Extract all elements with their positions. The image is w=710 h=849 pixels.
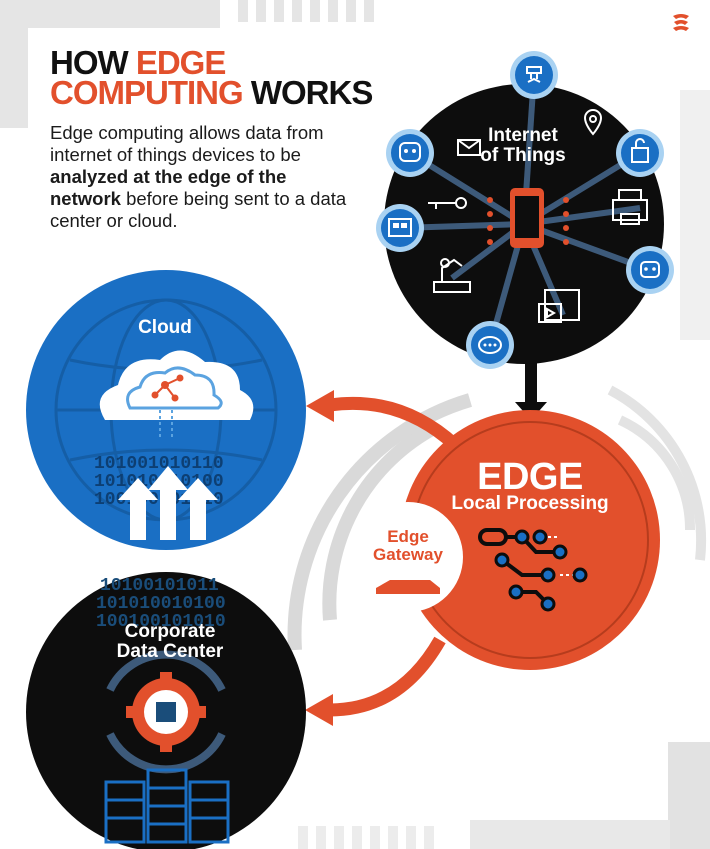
cloud-node: 101001010110 101010010100 100100101010 <box>26 270 306 550</box>
dc-binary-row: 101010010100 <box>96 594 226 614</box>
gateway-label-line2: Gateway <box>373 544 443 564</box>
gear-chip-icon <box>126 672 206 752</box>
edge-gateway-node <box>353 502 463 612</box>
gateway-label: Edge Gateway <box>356 528 460 564</box>
router-icon <box>376 580 440 594</box>
robot-head-icon <box>399 142 421 162</box>
description-bold: analyzed at the edge of the network <box>50 166 287 209</box>
key-icon <box>428 197 467 209</box>
description-text: Edge computing allows data from internet… <box>50 122 360 232</box>
dc-binary-row: 10100101011 <box>100 576 219 596</box>
description-text-1: Edge computing allows data from internet… <box>50 122 324 165</box>
upload-arrows-icon <box>118 466 218 540</box>
dc-label-line2: Data Center <box>116 640 224 662</box>
factory-robot-icon <box>433 258 471 293</box>
iot-label: Internet of Things <box>468 126 578 166</box>
edge-to-cloud-arrow <box>306 390 460 450</box>
iot-label-line2: of Things <box>480 144 566 166</box>
data-center-node: 10100101011 101010010100 100100101010 <box>26 572 306 849</box>
media-gallery-icon <box>538 289 580 323</box>
dc-label-line1: Corporate <box>124 621 216 642</box>
printer-icon <box>612 189 648 225</box>
location-pin-icon <box>583 109 603 136</box>
title-part-works: WORKS <box>242 74 374 111</box>
mail-icon <box>457 139 481 156</box>
circuit-icon <box>478 528 588 612</box>
dc-binary-text: 10100101011 101010010100 100100101010 <box>96 576 226 632</box>
robot-assistant-icon <box>640 261 660 278</box>
data-center-label: Corporate Data Center <box>95 622 245 662</box>
page-title: HOW EDGE COMPUTING WORKS <box>50 46 374 111</box>
iot-label-line1: Internet <box>488 125 558 146</box>
edge-title: EDGE <box>477 456 583 498</box>
cloud-binary-row: 101001010110 <box>94 454 224 474</box>
iot-node <box>376 51 674 369</box>
gateway-label-line1: Edge <box>387 527 429 546</box>
smartphone-icon <box>487 188 569 248</box>
iot-device-icons <box>376 51 674 369</box>
edge-to-datacenter-arrow <box>305 636 446 726</box>
cloud-network-icon <box>99 350 254 440</box>
cloud-label: Cloud <box>138 317 192 338</box>
chat-bubble-icon <box>478 336 502 354</box>
robot-claw-icon <box>526 66 542 83</box>
description-text-2: before being sent to a data center or cl… <box>50 188 347 231</box>
edge-subtitle: Local Processing <box>451 493 609 514</box>
tablet-icon <box>388 218 412 237</box>
title-part-how: HOW <box>50 44 136 81</box>
document-icon <box>631 147 649 163</box>
title-part-edge: EDGE <box>135 44 227 81</box>
dc-binary-row: 100100101010 <box>96 612 226 632</box>
brand-logo-icon <box>673 14 689 31</box>
title-part-computing: COMPUTING <box>50 74 244 111</box>
server-rack-icon <box>104 768 230 844</box>
